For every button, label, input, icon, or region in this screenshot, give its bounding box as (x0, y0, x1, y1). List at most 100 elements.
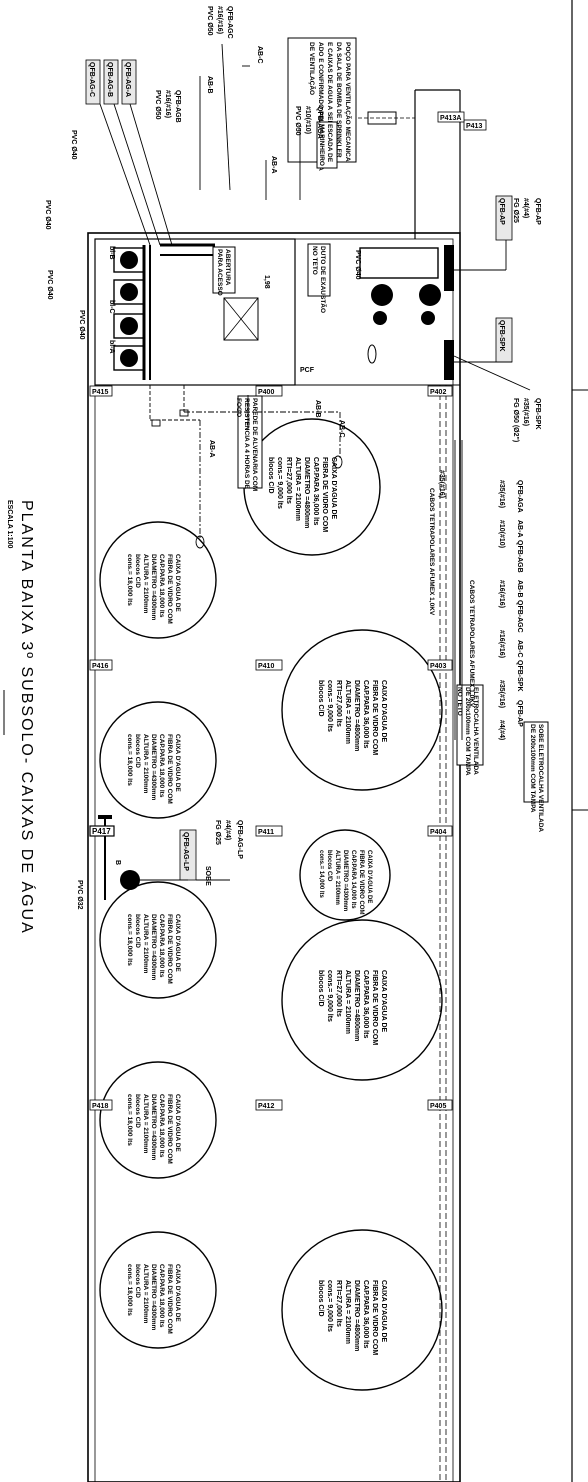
pillar-p413a: P413A (440, 115, 461, 122)
svg-text:ALTURA = 2100mm: ALTURA = 2100mm (344, 680, 351, 744)
svg-text:QFB-AG-B: QFB-AG-B (106, 62, 113, 97)
svg-text:ALTURA = 2100mm: ALTURA = 2100mm (142, 554, 149, 614)
pillar-p405: P405 (430, 1103, 446, 1110)
tank-big-2 (281, 629, 443, 791)
svg-text:cons.= 18,000 lts: cons.= 18,000 lts (126, 554, 133, 606)
svg-text:CAIXA D'AGUA DE: CAIXA D'AGUA DE (174, 1094, 181, 1152)
svg-text:NO TETO: NO TETO (456, 687, 463, 716)
svg-text:#35(#16): #35(#16) (522, 398, 529, 426)
pipe-riser (444, 245, 454, 291)
svg-text:#4(#4): #4(#4) (522, 198, 529, 218)
svg-text:bl-B: bl-B (108, 246, 115, 260)
svg-text:DIAMETRO =4800mm: DIAMETRO =4800mm (353, 1280, 360, 1351)
tank-big-3-label: CAIXA D'AGUA DE FIBRA DE VIDRO COM CAP.P… (317, 970, 387, 1045)
svg-text:FG Ø25: FG Ø25 (214, 820, 221, 845)
svg-text:AB-A: AB-A (208, 440, 215, 458)
panel-agb (103, 59, 119, 105)
svg-text:CAIXA D'AGUA DE: CAIXA D'AGUA DE (380, 1280, 387, 1343)
svg-text:ESCADA DE: ESCADA DE (326, 124, 333, 163)
svg-text:QFB-AGA: QFB-AGA (316, 106, 323, 139)
duct-cross (223, 297, 259, 341)
pump-icon (419, 284, 441, 306)
exhaust-duct (223, 297, 259, 341)
svg-text:FIBRA DE VIDRO COM: FIBRA DE VIDRO COM (371, 680, 378, 755)
svg-text:CAIXA D'AGUA DE: CAIXA D'AGUA DE (366, 850, 372, 903)
svg-text:cons.= 9,000 lts: cons.= 9,000 lts (326, 680, 333, 732)
svg-text:RTI=27,000 lts: RTI=27,000 lts (285, 457, 292, 504)
svg-text:DIAMETRO =4300mm: DIAMETRO =4300mm (150, 1264, 157, 1331)
svg-text:ALTURA = 2100mm: ALTURA = 2100mm (334, 850, 340, 905)
svg-text:DUTO DE EXAUSTÃO: DUTO DE EXAUSTÃO (319, 246, 328, 313)
plan-scale: ESCALA 1:100 (6, 500, 13, 548)
svg-text:blocos C/D: blocos C/D (134, 1094, 141, 1128)
svg-text:PVC Ø40: PVC Ø40 (78, 310, 85, 340)
note-abertura: ABERTURA PARA ACESSO (212, 246, 236, 296)
svg-text:cons.= 18,000 lts: cons.= 18,000 lts (126, 914, 133, 966)
tank-medium-1 (299, 829, 391, 921)
svg-text:blocos C/D: blocos C/D (317, 970, 324, 1007)
svg-text:DE 200x100mm COM TAMPA: DE 200x100mm COM TAMPA (529, 724, 536, 813)
svg-text:#16(#16): #16(#16) (498, 580, 505, 608)
svg-text:FOGO: FOGO (235, 398, 242, 417)
dimension-label: 1,98 (263, 275, 270, 289)
building-outline (87, 232, 461, 1482)
note-eletrocalha-teto: ELETROCALHA VENTILADA DE 200x100mm COM T… (456, 684, 484, 776)
svg-text:FIBRA DE VIDRO COM: FIBRA DE VIDRO COM (321, 457, 328, 532)
tank-small-1 (99, 521, 217, 639)
svg-text:ALTURA = 2100mm: ALTURA = 2100mm (142, 734, 149, 794)
pump-group-left (113, 243, 215, 380)
svg-text:RTI=27,000 lts: RTI=27,000 lts (335, 970, 342, 1017)
svg-text:FIBRA DE VIDRO COM: FIBRA DE VIDRO COM (371, 970, 378, 1045)
svg-text:cons.= 18,000 lts: cons.= 18,000 lts (126, 1264, 133, 1316)
svg-text:cons.= 14,000 lts: cons.= 14,000 lts (318, 850, 324, 899)
svg-text:FG Ø25: FG Ø25 (512, 198, 519, 223)
svg-text:DE 200x100mm COM TAMPA: DE 200x100mm COM TAMPA (464, 687, 471, 776)
svg-text:cons.= 9,000 lts: cons.= 9,000 lts (326, 1280, 333, 1332)
svg-text:PVC Ø50: PVC Ø50 (294, 106, 301, 136)
svg-text:B: B (114, 860, 121, 865)
pillar-p402: P402 (430, 389, 446, 396)
tank-small-5-label: CAIXA D'AGUA DE FIBRA DE VIDRO COM CAP.P… (126, 1264, 181, 1334)
tank-small-3 (99, 881, 217, 999)
tank-small-4 (99, 1061, 217, 1179)
svg-text:DIAMETRO =4800mm: DIAMETRO =4800mm (353, 680, 360, 751)
tank-big-2-label: CAIXA D'AGUA DE FIBRA DE VIDRO COM CAP.P… (317, 680, 387, 755)
water-tanks (99, 418, 443, 1391)
pillar-p415: P415 (92, 389, 108, 396)
note-sobe-eletrocalha: SOBE ELETROCALHA VENTILADA DE 200x100mm … (523, 721, 549, 832)
svg-text:blocos C/D: blocos C/D (134, 554, 141, 588)
svg-text:CAP.PARA 18,000 lts: CAP.PARA 18,000 lts (158, 734, 165, 798)
svg-text:CAIXA D'AGUA DE: CAIXA D'AGUA DE (380, 680, 387, 743)
svg-text:bl-C: bl-C (108, 300, 115, 314)
svg-text:QFB-SPK: QFB-SPK (498, 320, 505, 352)
svg-text:DIAMETRO =4300mm: DIAMETRO =4300mm (150, 914, 157, 981)
svg-text:CAP.PARA 36,000 lts: CAP.PARA 36,000 lts (362, 970, 369, 1038)
tank-small-5 (99, 1231, 217, 1349)
circuit-labels: QFB-AGC #16(#16) PVC Ø50 AB-C AB-B QFB-A… (44, 6, 541, 910)
svg-text:NO TETO: NO TETO (311, 246, 318, 275)
svg-text:cons.= 9,000 lts: cons.= 9,000 lts (276, 457, 283, 509)
svg-text:ADO E CONFIRMADO PELO PROJETIS: ADO E CONFIRMADO PELO PROJETISTA (317, 42, 324, 171)
tank-small-2-label: CAIXA D'AGUA DE FIBRA DE VIDRO COM CAP.P… (126, 734, 181, 804)
pillar-p400: P400 (258, 389, 274, 396)
svg-text:RTI=27,000 lts: RTI=27,000 lts (335, 1280, 342, 1327)
svg-text:QFB-AGB: QFB-AGB (174, 90, 181, 123)
svg-text:CAP.PARA 18,000 lts: CAP.PARA 18,000 lts (158, 1264, 165, 1328)
svg-text:RESISTENCIA A 4 HORAS DE: RESISTENCIA A 4 HORAS DE (243, 398, 250, 490)
svg-text:DIAMETRO =4300mm: DIAMETRO =4300mm (150, 734, 157, 801)
note-poco: POÇO PARA VENTILAÇÃO MECANICA DA SALA DE… (287, 37, 357, 171)
svg-text:AB-B: AB-B (206, 76, 213, 94)
svg-text:QFB-AGC: QFB-AGC (516, 600, 523, 633)
pillar-p403: P403 (430, 663, 446, 670)
svg-text:DIAMETRO =4300mm: DIAMETRO =4300mm (150, 1094, 157, 1161)
svg-text:FIBRA DE VIDRO COM: FIBRA DE VIDRO COM (371, 1280, 378, 1355)
svg-text:AB-C: AB-C (516, 640, 523, 658)
svg-text:CAP.PARA 36,000 lts: CAP.PARA 36,000 lts (362, 1280, 369, 1348)
svg-text:ALTURA = 2100mm: ALTURA = 2100mm (344, 970, 351, 1034)
svg-text:CAP.PARA 14,000 lts: CAP.PARA 14,000 lts (350, 850, 356, 909)
svg-text:QFB-AG-A: QFB-AG-A (124, 62, 131, 97)
svg-text:ABERTURA: ABERTURA (224, 249, 231, 286)
pillar-labels: P413 P413A P415 P400 P402 P416 P410 P403… (89, 111, 487, 1111)
svg-text:CAIXA D'AGUA DE: CAIXA D'AGUA DE (174, 734, 181, 792)
